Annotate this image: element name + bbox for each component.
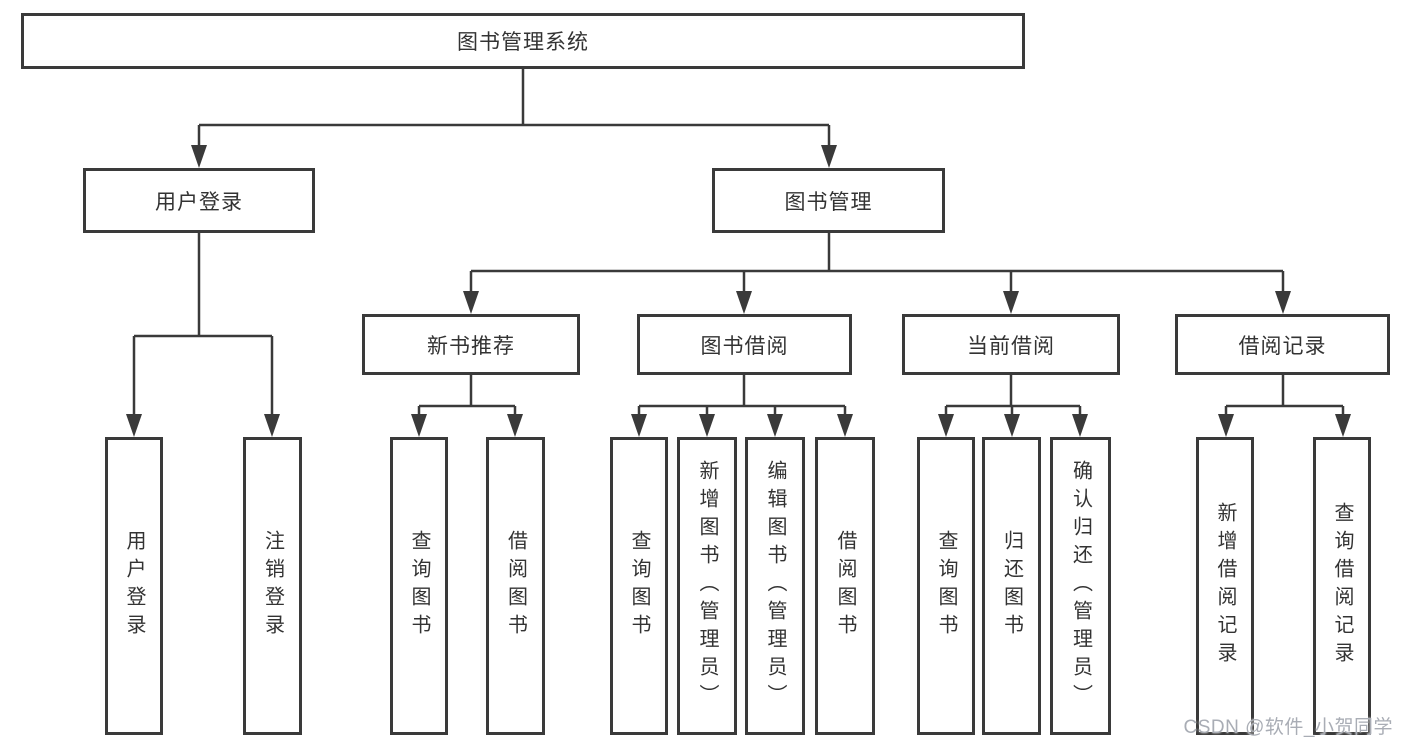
node-label: 图书管理系统 [457,31,589,54]
leaf-confirm-return-admin: 确认归还（管理员） [1050,437,1111,735]
connector-root-to-level2 [197,69,831,150]
node-label: 当前借阅 [967,334,1055,358]
connector-new-book-to-leaves [417,375,517,418]
leaf-label: 查询图书 [628,530,650,642]
connector-current-borrow-to-leaves [944,375,1082,418]
leaf-user-login: 用户登录 [105,437,163,735]
node-library-system: 图书管理系统 [21,13,1025,69]
leaf-label: 新增借阅记录 [1214,502,1236,670]
leaf-add-borrow-record: 新增借阅记录 [1196,437,1254,735]
connector-user-login-to-leaves [132,233,274,418]
node-label: 借阅记录 [1238,334,1327,358]
leaf-label: 借阅图书 [504,530,527,642]
leaf-edit-book-admin: 编辑图书（管理员） [745,437,805,735]
node-book-management: 图书管理 [712,168,945,233]
leaf-label: 编辑图书（管理员） [764,460,786,712]
leaf-query-books-3: 查询图书 [917,437,975,735]
leaf-logout: 注销登录 [243,437,302,735]
leaf-label: 查询借阅记录 [1331,502,1353,670]
leaf-label: 注销登录 [261,530,284,642]
leaf-query-books-2: 查询图书 [610,437,668,735]
watermark: CSDN @软件_小贺同学 [1183,717,1393,738]
node-book-borrow: 图书借阅 [637,314,852,375]
leaf-borrow-books-1: 借阅图书 [486,437,545,735]
node-new-book-recommend: 新书推荐 [362,314,580,375]
node-borrow-records: 借阅记录 [1175,314,1390,375]
leaf-label: 确认归还（管理员） [1069,460,1092,712]
node-user-login: 用户登录 [83,168,315,233]
leaf-label: 用户登录 [123,530,145,642]
connector-book-borrow-to-leaves [637,375,847,418]
leaf-label: 查询图书 [935,530,957,642]
connector-book-management-to-groups [469,233,1285,295]
node-current-borrow: 当前借阅 [902,314,1120,375]
node-label: 图书管理 [784,190,873,214]
leaf-label: 归还图书 [1000,530,1023,642]
leaf-label: 查询图书 [408,530,430,642]
connector-borrow-records-to-leaves [1224,375,1345,418]
node-label: 新书推荐 [427,334,515,358]
leaf-query-books-1: 查询图书 [390,437,448,735]
node-label: 用户登录 [155,190,243,214]
leaf-add-book-admin: 新增图书（管理员） [677,437,737,735]
leaf-label: 借阅图书 [834,530,856,642]
leaf-query-borrow-record: 查询借阅记录 [1313,437,1371,735]
leaf-return-book: 归还图书 [982,437,1041,735]
leaf-label: 新增图书（管理员） [696,460,718,712]
node-label: 图书借阅 [700,334,789,358]
arrowheads [126,145,1351,437]
leaf-borrow-books-2: 借阅图书 [815,437,875,735]
